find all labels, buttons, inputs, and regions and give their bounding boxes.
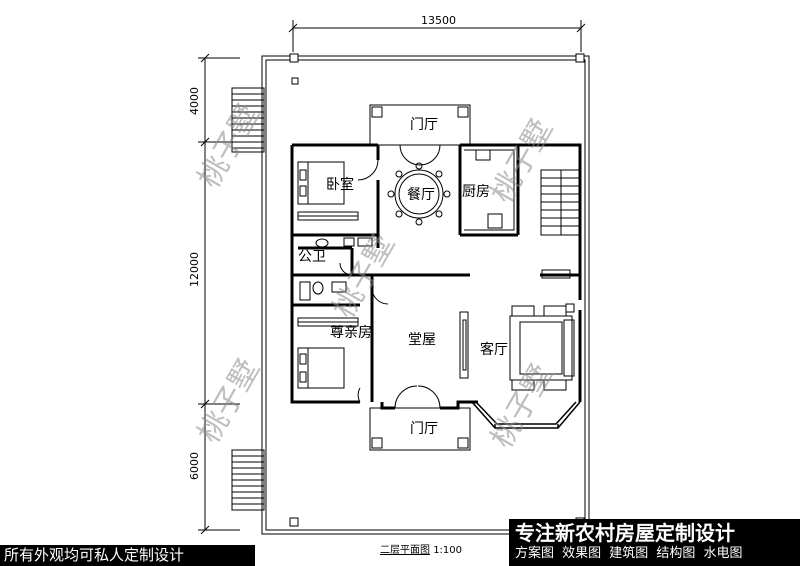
watermark-2: 桃子墅 [485, 114, 560, 209]
stair-left-lower [231, 449, 265, 511]
stair-right [540, 169, 582, 236]
bay-window [471, 401, 581, 429]
label-entrance-hall-bottom: 门厅 [410, 421, 438, 437]
living-room-sofa [509, 269, 575, 391]
watermark-1: 桃子墅 [192, 99, 267, 194]
plan-caption: 二层平面图 1:100 [380, 541, 462, 556]
plan-caption-title: 二层平面图 [380, 545, 430, 556]
porch-top [369, 104, 471, 146]
watermark-4: 桃子墅 [192, 354, 267, 449]
dining-table [387, 162, 451, 226]
label-living-room: 客厅 [480, 341, 508, 358]
tv-cabinet [459, 311, 469, 379]
banner-left: 所有外观均可私人定制设计 [0, 545, 255, 566]
dim-top-label: 13500 [421, 14, 456, 27]
left-dimension [198, 53, 240, 535]
kitchen-counter [464, 149, 515, 231]
label-main-hall: 堂屋 [408, 332, 436, 348]
plan-caption-scale: 1:100 [433, 545, 463, 556]
elder-room-bed [297, 317, 359, 389]
label-bedroom: 卧室 [326, 176, 354, 193]
banner-right: 专注新农村房屋定制设计 方案图 效果图 建筑图 结构图 水电图 [509, 519, 800, 566]
building-walls [290, 143, 582, 410]
porch-bottom [369, 407, 471, 451]
bedroom-bed [297, 161, 359, 221]
label-kitchen: 厨房 [462, 184, 490, 200]
stair-left-upper [231, 87, 265, 153]
watermark-5: 桃子墅 [485, 359, 560, 454]
banner-right-sub: 方案图 效果图 建筑图 结构图 水电图 [515, 546, 743, 561]
label-elder-room: 尊亲房 [330, 324, 372, 341]
wc-fixtures [299, 237, 373, 301]
label-public-wc: 公卫 [298, 249, 326, 265]
label-entrance-hall-top: 门厅 [410, 117, 438, 133]
banner-right-main: 专注新农村房屋定制设计 [515, 521, 735, 545]
terrace-outline [261, 55, 590, 535]
top-dimension [288, 20, 586, 52]
label-dining: 餐厅 [407, 187, 435, 203]
dim-left-middle-label: 12000 [188, 252, 201, 287]
dim-left-upper-label: 4000 [188, 87, 201, 115]
dim-left-lower-label: 6000 [188, 452, 201, 480]
doors [339, 144, 441, 409]
